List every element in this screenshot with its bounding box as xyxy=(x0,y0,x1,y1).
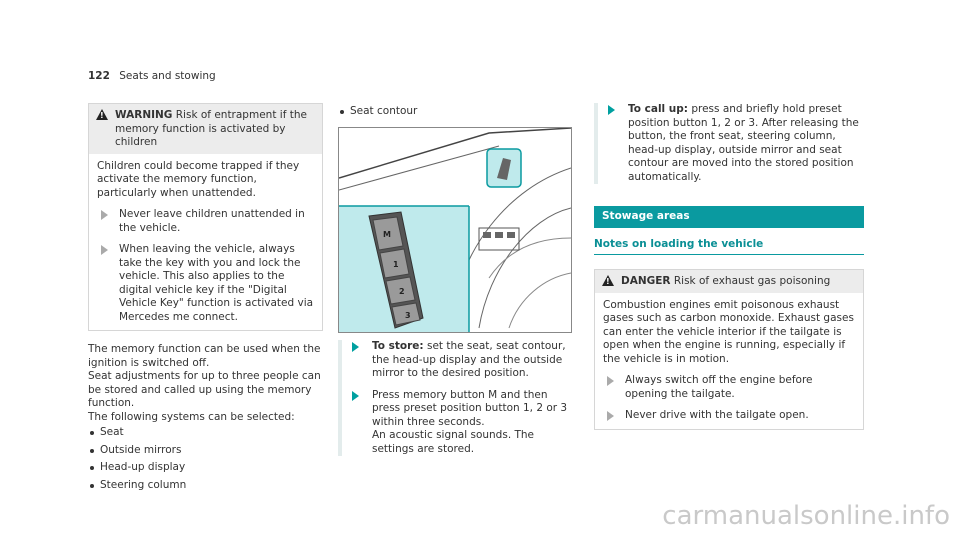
door-memory-buttons-illustration: M 1 2 3 xyxy=(338,127,572,332)
section-heading: Stowage areas xyxy=(594,206,864,228)
danger-title: Risk of exhaust gas poisoning xyxy=(673,275,831,287)
warning-title: Risk of entrapment if the memory functio… xyxy=(115,109,307,148)
systems-list: Seat Outside mirrors Head-up display Ste… xyxy=(88,426,323,492)
step-result: An acoustic signal sounds. The settings … xyxy=(372,429,535,455)
danger-body: Combustion engines emit poisonous exhaus… xyxy=(595,293,863,429)
danger-step: Never drive with the tailgate open. xyxy=(603,409,855,423)
arrow-icon xyxy=(101,245,108,255)
instruction-step: To call up: press and briefly hold prese… xyxy=(594,103,864,184)
arrow-icon xyxy=(607,376,614,386)
list-item: Steering column xyxy=(88,479,323,493)
paragraph: Seat adjustments for up to three people … xyxy=(88,370,321,409)
preset-button-2: 2 xyxy=(399,287,405,296)
warning-step: Never leave children unattended in the v… xyxy=(97,208,314,235)
list-item: Seat contour xyxy=(338,105,573,119)
warning-header: WARNING Risk of entrapment if the memory… xyxy=(89,104,322,154)
step-text: set the seat, seat contour, the head-up … xyxy=(372,340,566,379)
warning-step: When leaving the vehicle, always take th… xyxy=(97,243,314,324)
list-item: Head-up display xyxy=(88,461,323,475)
instruction-step: Press memory button M and then press pre… xyxy=(338,380,573,456)
danger-header: DANGER Risk of exhaust gas poisoning xyxy=(595,270,863,293)
arrow-icon xyxy=(352,390,359,401)
paragraph: The memory function can be used when the… xyxy=(88,343,321,369)
warning-icon xyxy=(96,109,108,120)
memory-illustration: M 1 2 3 xyxy=(338,127,572,333)
warning-body: Children could become trapped if they ac… xyxy=(89,154,322,331)
page-header: 122 Seats and stowing xyxy=(88,70,216,84)
list-item: Seat xyxy=(88,426,323,440)
preset-button-1: 1 xyxy=(393,260,399,269)
danger-label: DANGER xyxy=(621,275,671,287)
middle-column: Seat contour xyxy=(338,103,573,123)
contour-list: Seat contour xyxy=(338,105,573,119)
warning-box: WARNING Risk of entrapment if the memory… xyxy=(88,103,323,331)
warning-text: Children could become trapped if they ac… xyxy=(97,159,300,199)
warning-step-text: Never leave children unattended in the v… xyxy=(119,208,305,234)
danger-text: Combustion engines emit poisonous exhaus… xyxy=(603,298,854,365)
list-item: Outside mirrors xyxy=(88,444,323,458)
arrow-icon xyxy=(101,210,108,220)
step-lead: To call up: xyxy=(628,103,688,115)
danger-step-text: Never drive with the tailgate open. xyxy=(625,409,809,421)
arrow-icon xyxy=(352,342,359,352)
danger-box: DANGER Risk of exhaust gas poisoning Com… xyxy=(594,269,864,430)
left-column: WARNING Risk of entrapment if the memory… xyxy=(88,103,323,496)
step-lead: To store: xyxy=(372,340,424,352)
watermark: carmanualsonline.info xyxy=(662,501,950,531)
middle-steps: To store: set the seat, seat contour, th… xyxy=(338,340,573,456)
danger-step: Always switch off the engine before open… xyxy=(603,374,855,401)
section-title: Seats and stowing xyxy=(119,70,216,82)
subsection-heading: Notes on loading the vehicle xyxy=(594,238,864,255)
instruction-step: To store: set the seat, seat contour, th… xyxy=(338,340,573,381)
right-column: To call up: press and briefly hold prese… xyxy=(594,103,864,430)
warning-label: WARNING xyxy=(115,109,173,121)
arrow-icon xyxy=(607,411,614,421)
paragraph: The following systems can be selected: xyxy=(88,410,295,423)
warning-icon xyxy=(602,275,614,286)
preset-button-3: 3 xyxy=(405,311,411,320)
arrow-icon xyxy=(608,105,615,115)
page-number: 122 xyxy=(88,70,110,82)
danger-step-text: Always switch off the engine before open… xyxy=(625,374,813,400)
step-text: press and briefly hold preset position b… xyxy=(628,103,859,183)
memory-button-m: M xyxy=(383,230,391,239)
warning-step-text: When leaving the vehicle, always take th… xyxy=(119,243,314,323)
step-text: Press memory button M and then press pre… xyxy=(372,388,568,428)
